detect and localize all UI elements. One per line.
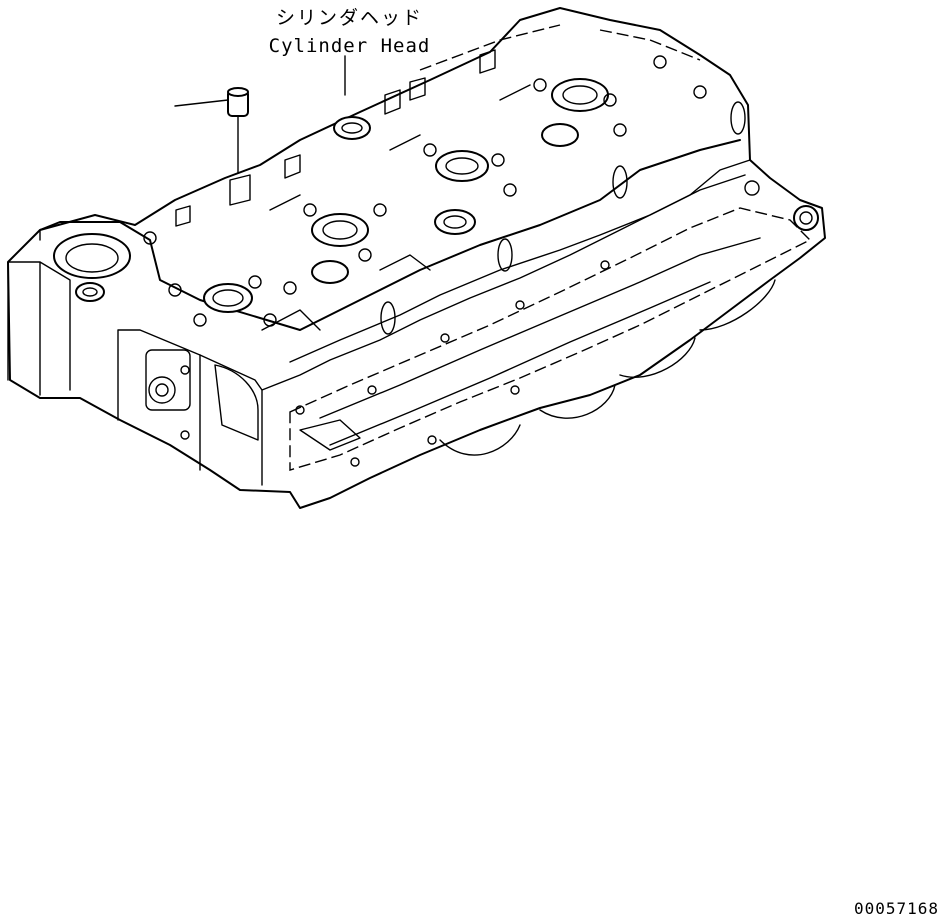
drawing-number: 00057168 bbox=[853, 899, 939, 918]
part-label-en: Cylinder Head bbox=[268, 35, 431, 57]
cylinder-head-icon bbox=[7, 7, 826, 509]
part-label: シリンダヘッド Cylinder Head bbox=[252, 4, 447, 60]
part-label-jp: シリンダヘッド bbox=[275, 7, 423, 29]
